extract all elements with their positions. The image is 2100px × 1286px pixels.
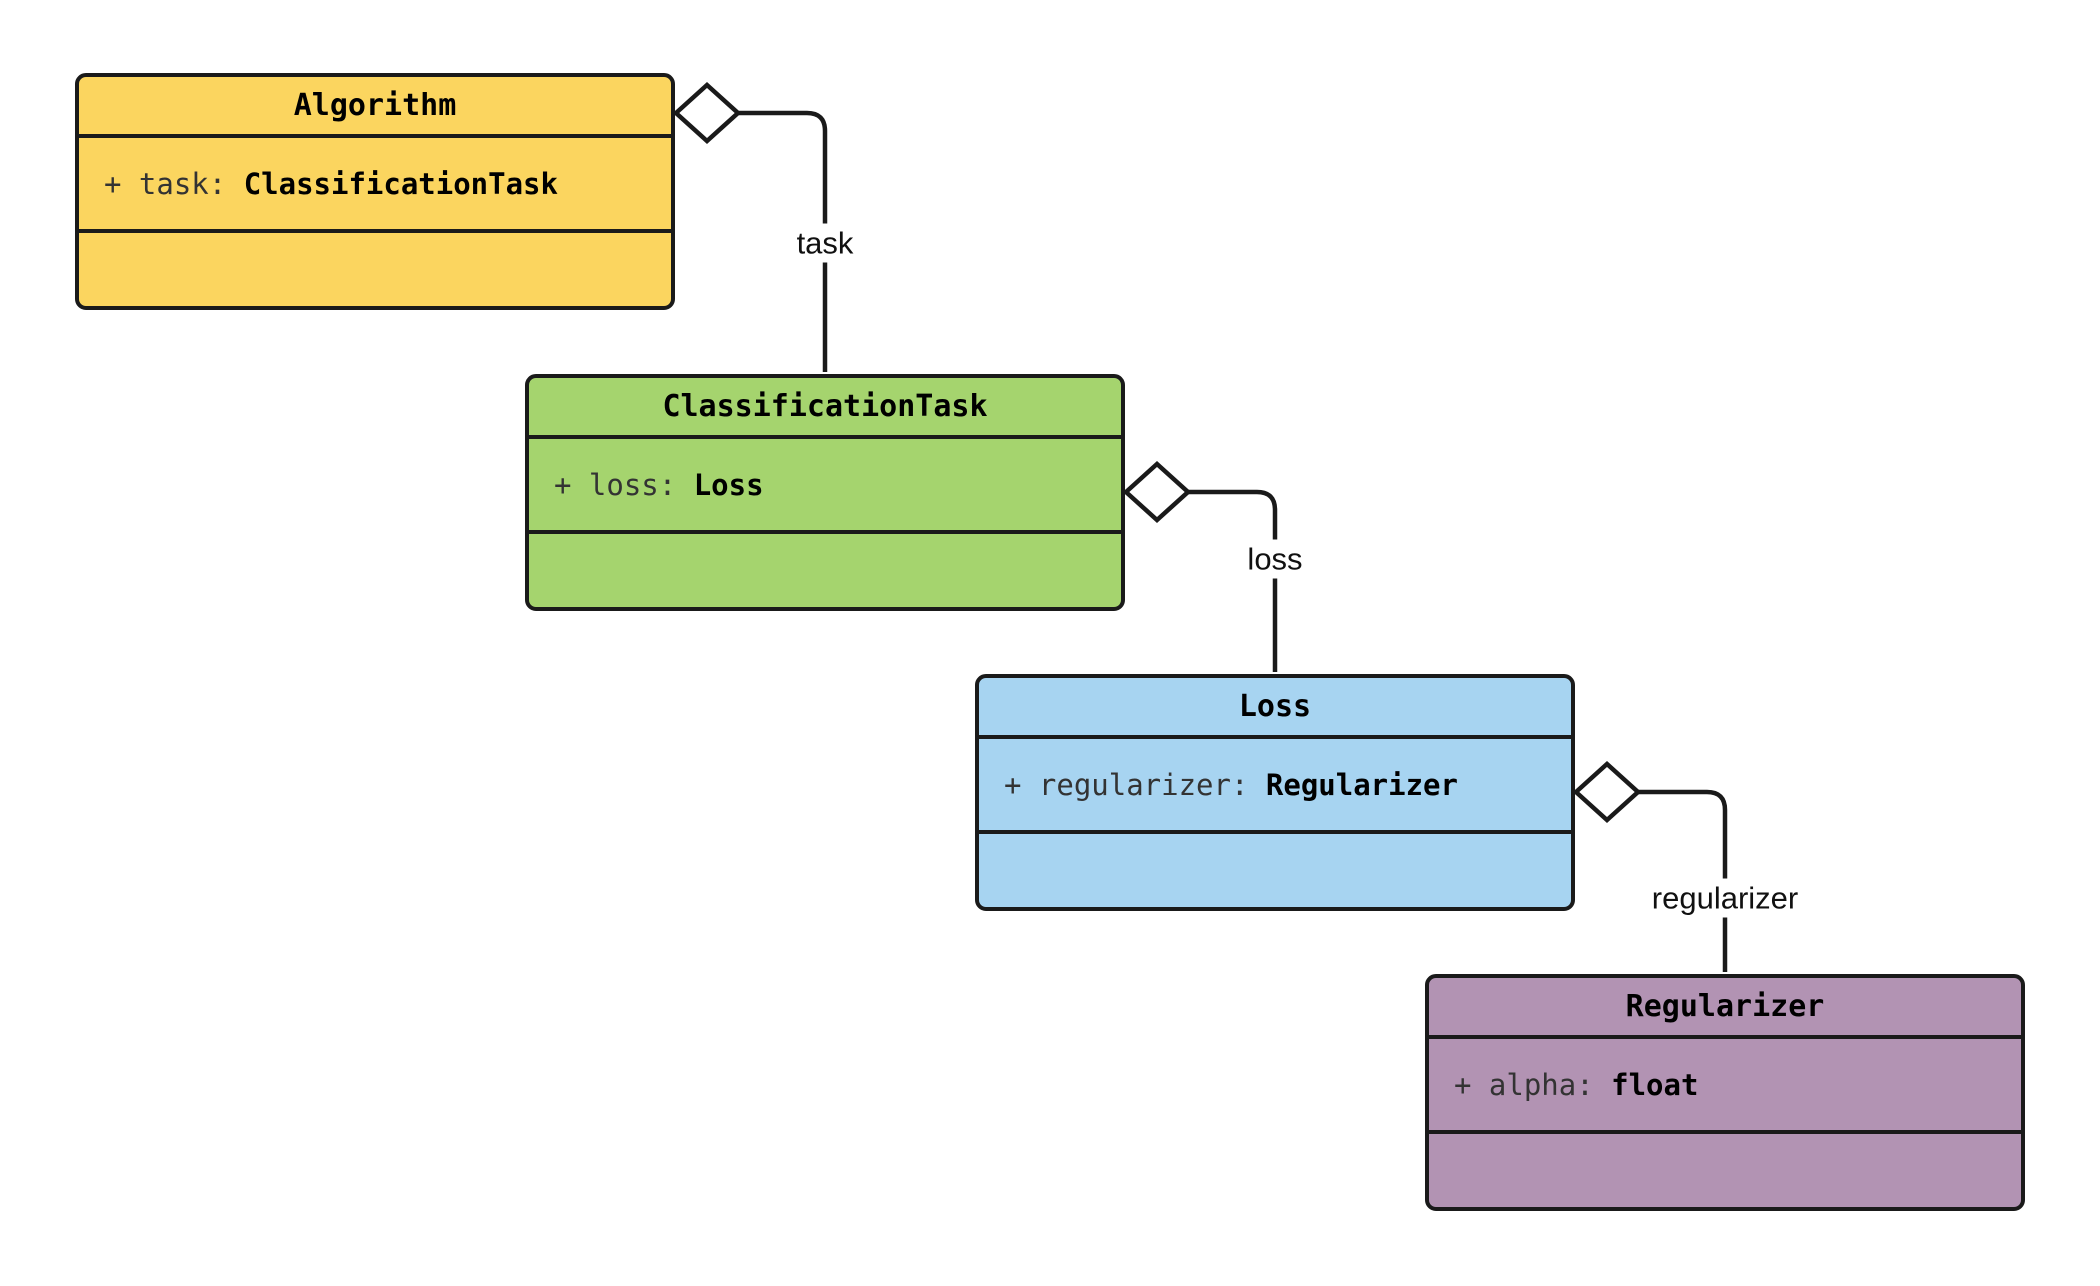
edge-label-loss: loss [1239,539,1311,579]
class-attribute-row: + loss: Loss [529,439,1121,534]
attribute-type: Regularizer [1265,767,1458,802]
attribute-name: + loss: [554,467,694,502]
attribute-type: float [1611,1067,1699,1102]
class-attribute-row: + regularizer: Regularizer [979,739,1571,834]
attribute-name: + alpha: [1454,1067,1612,1102]
aggregation-diamond-icon [1572,760,1642,824]
class-methods-empty [979,834,1571,907]
attribute-type: Loss [693,467,764,502]
class-title: ClassificationTask [529,378,1121,439]
attribute-type: ClassificationTask [243,166,558,201]
class-title: Loss [979,678,1571,739]
class-methods-empty [1429,1134,2021,1207]
class-box-classificationtask[interactable]: ClassificationTask + loss: Loss [525,374,1125,611]
attribute-name: + task: [104,166,244,201]
edge-line-task [739,110,828,372]
class-title: Algorithm [79,77,671,138]
class-methods-empty [79,233,671,306]
class-title: Regularizer [1429,978,2021,1039]
edge-label-regularizer: regularizer [1643,878,1807,918]
class-box-algorithm[interactable]: Algorithm + task: ClassificationTask [75,73,675,310]
edge-line-regularizer [1638,789,1728,972]
class-methods-empty [529,534,1121,607]
aggregation-diamond-icon [672,81,742,145]
attribute-name: + regularizer: [1004,767,1266,802]
edge-label-task: task [788,223,862,263]
class-box-regularizer[interactable]: Regularizer + alpha: float [1425,974,2025,1211]
class-attribute-row: + task: ClassificationTask [79,138,671,233]
aggregation-diamond-icon [1122,460,1192,524]
class-attribute-row: + alpha: float [1429,1039,2021,1134]
edge-line-loss [1188,489,1278,672]
class-box-loss[interactable]: Loss + regularizer: Regularizer [975,674,1575,911]
